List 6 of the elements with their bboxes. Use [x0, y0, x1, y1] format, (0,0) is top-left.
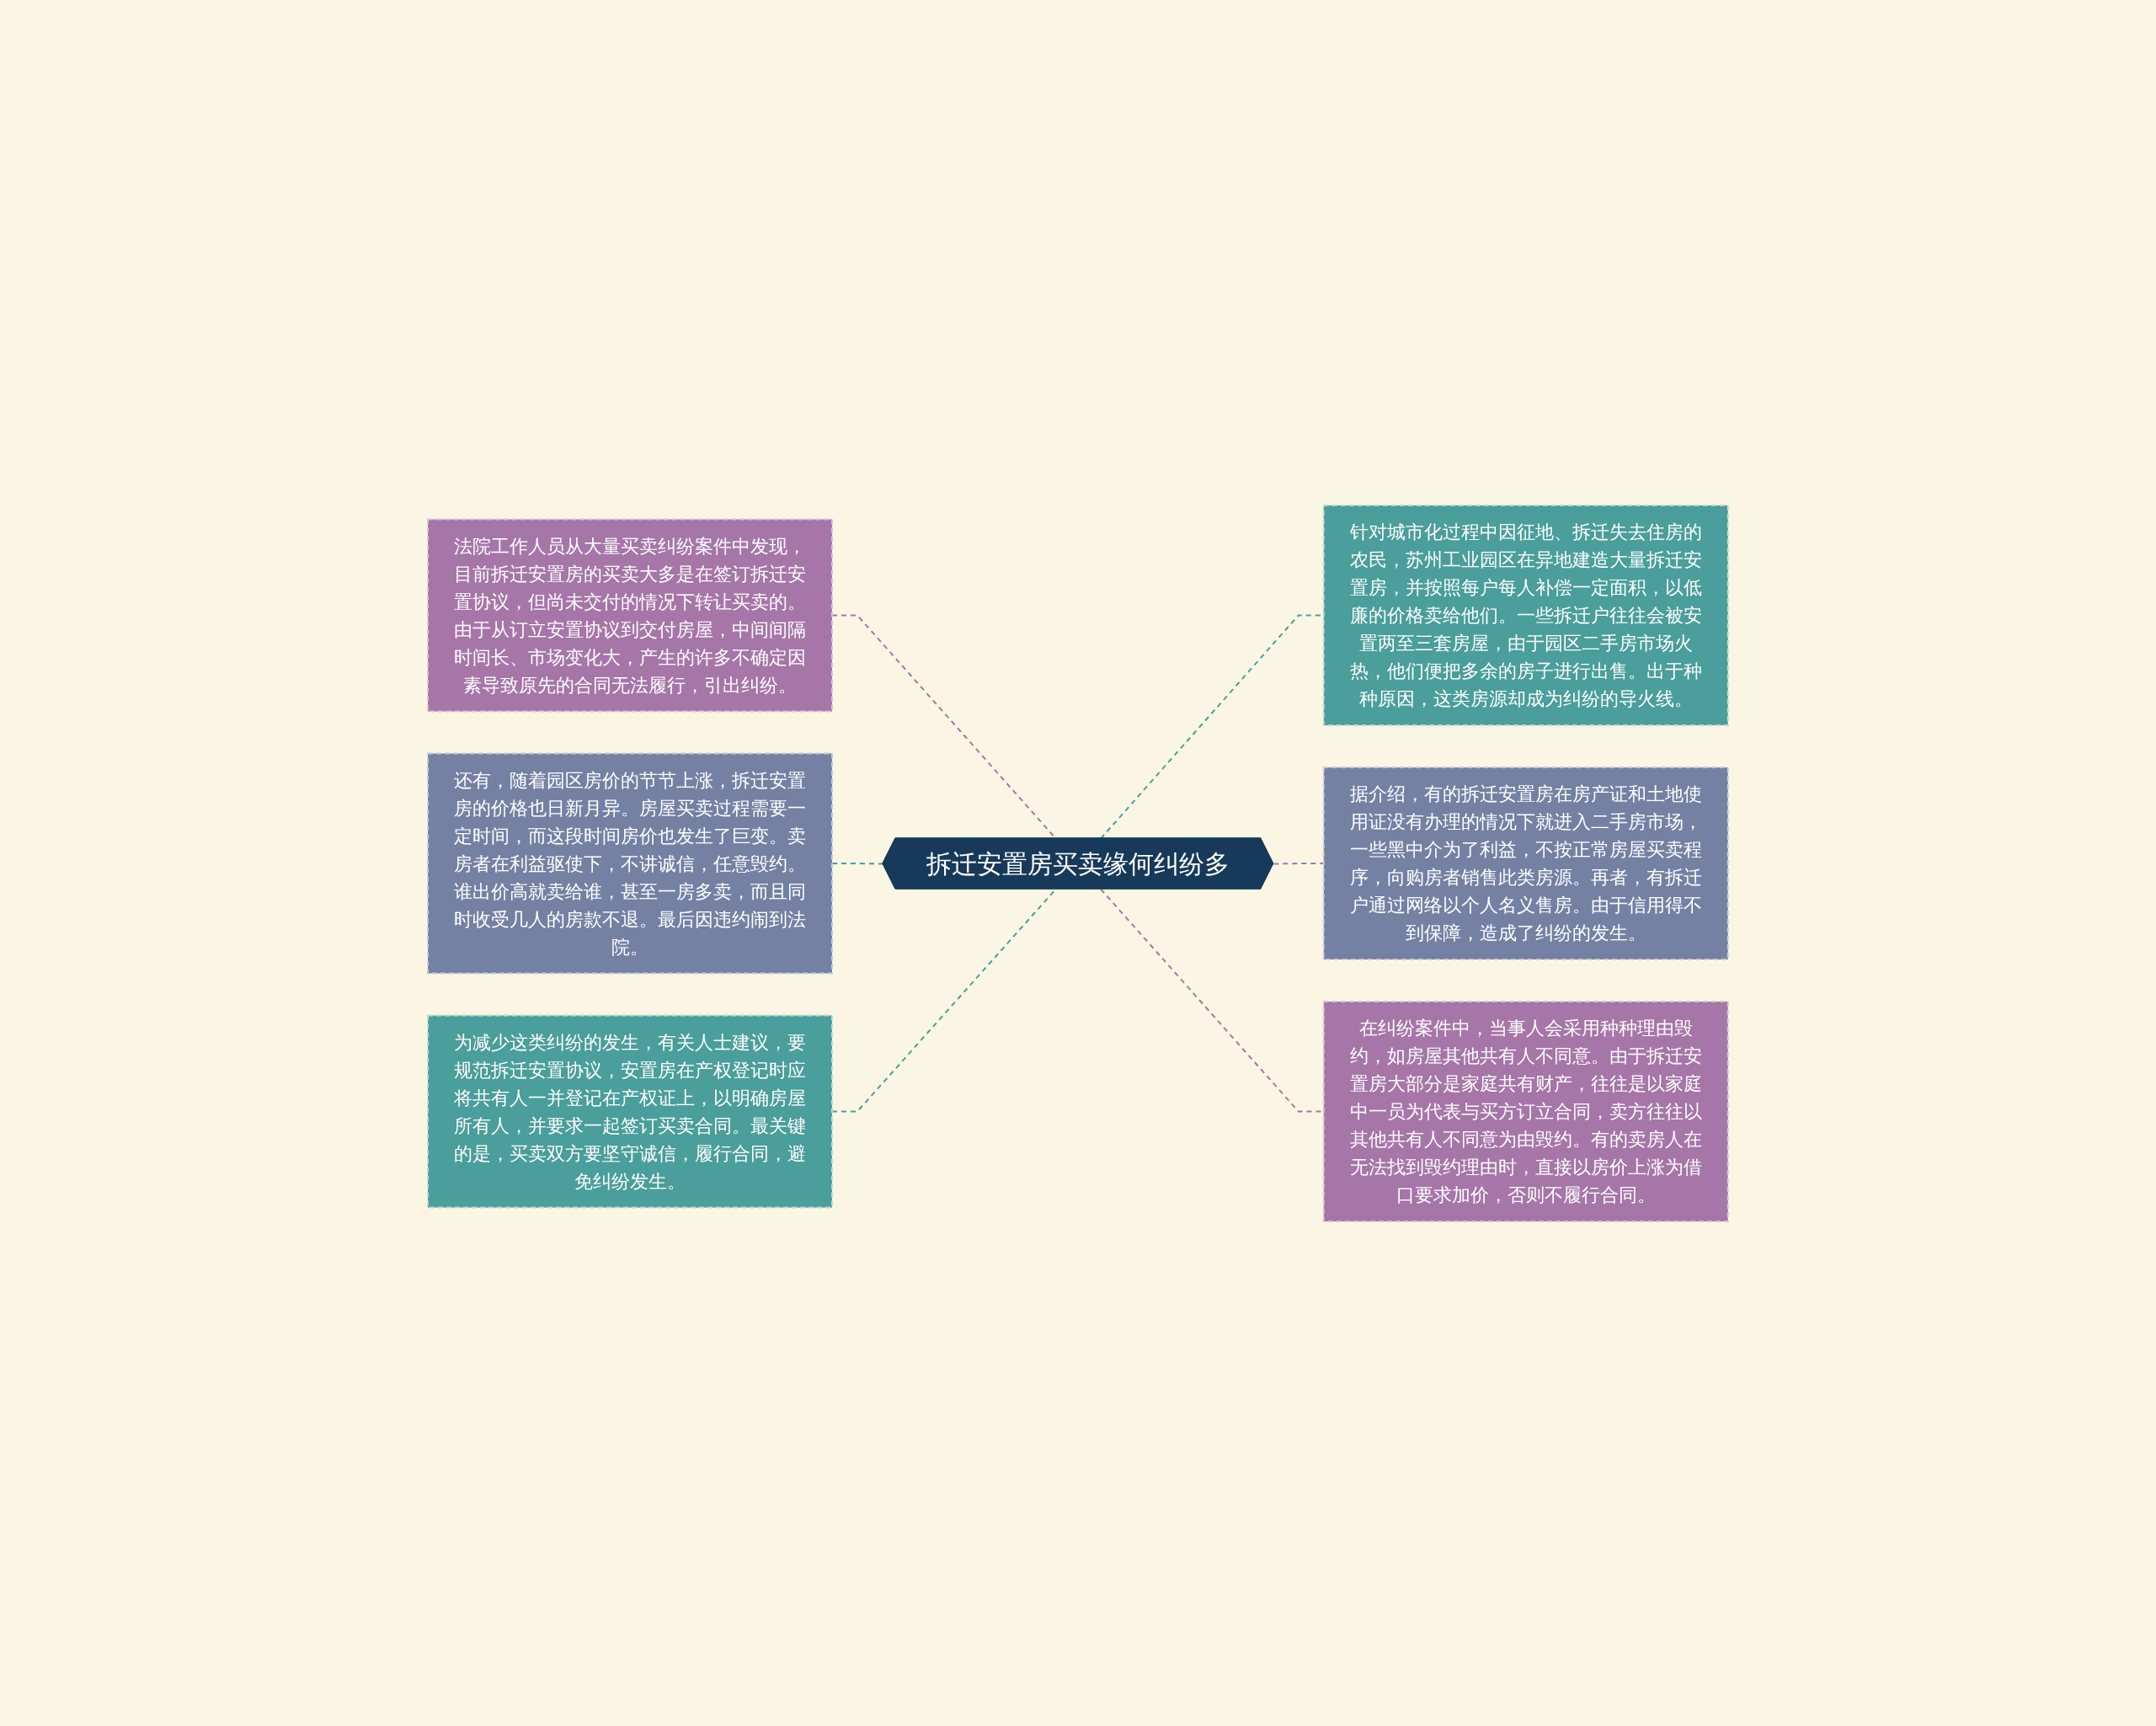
- node-box: 还有，随着园区房价的节节上涨，拆迁安置房的价格也日新月异。房屋买卖过程需要一定时间，而这段时间房价也发生了巨变。卖房者在利益驱使下，不讲诚信，任意毁约。谁出价高就卖给谁，甚至一房多卖，而且同时收受几人的房款不退。最后因违约闹到法院。: [427, 752, 834, 974]
- node-box: 在纠纷案件中，当事人会采用种种理由毁约，如房屋其他共有人不同意。由于拆迁安置房大部分是家庭共有财产，往往是以家庭中一员为代表与买方订立合同，卖方往往以其他共有人不同意为由毁约。有的卖房人在无法找到毁约理由时，直接以房价上涨为借口要求加价，否则不履行合同。: [1322, 1000, 1729, 1222]
- node-box: 据介绍，有的拆迁安置房在房产证和土地使用证没有办理的情况下就进入二手房市场，一些黑中介为了利益，不按正常房屋买卖程序，向购房者销售此类房源。再者，有拆迁户通过网络以个人名义售房。由于信用得不到保障，造成了纠纷的发生。: [1322, 766, 1729, 960]
- node-box: 针对城市化过程中因征地、拆迁失去住房的农民，苏州工业园区在异地建造大量拆迁安置房，并按照每户每人补偿一定面积，以低廉的价格卖给他们。一些拆迁户往往会被安置两至三套房屋，由于园区二手房市场火热，他们便把多余的房子进行出售。出于种种原因，这类房源却成为纠纷的导火线。: [1322, 504, 1729, 726]
- node-box: 为减少这类纠纷的发生，有关人士建议，要规范拆迁安置协议，安置房在产权登记时应将共有人一并登记在产权证上，以明确房屋所有人，并要求一起签订买卖合同。最关键的是，买卖双方要坚守诚信，履行合同，避免纠纷发生。: [427, 1014, 834, 1208]
- node-box: 法院工作人员从大量买卖纠纷案件中发现，目前拆迁安置房的买卖大多是在签订拆迁安置协议，但尚未交付的情况下转让买卖的。由于从订立安置协议到交付房屋，中间间隔时间长、市场变化大，产生的许多不确定因素导致原先的合同无法履行，引出纠纷。: [427, 518, 834, 712]
